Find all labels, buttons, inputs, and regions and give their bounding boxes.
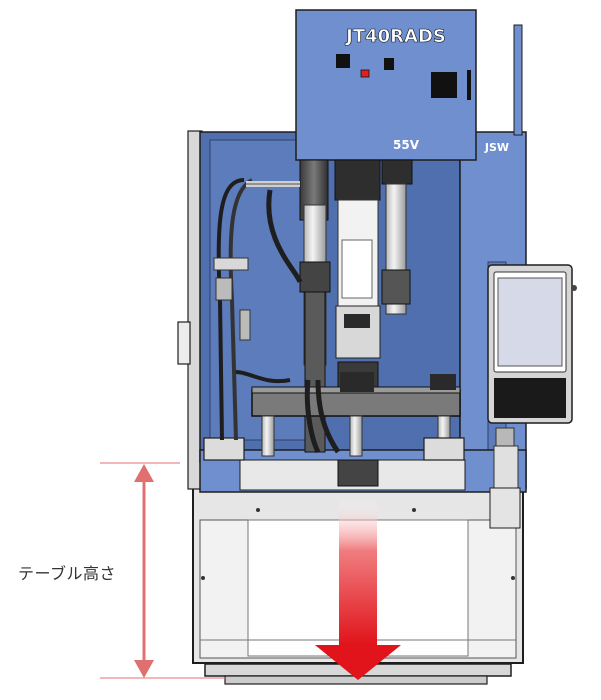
control-panel (487, 264, 577, 529)
height-arrow (315, 500, 401, 680)
model-badge-text: JT40RADS (344, 26, 446, 47)
side-badge-text: 55V (393, 138, 420, 152)
model-badge: JT40RADS (330, 22, 462, 48)
table-height-dimension (100, 462, 225, 679)
injection-unit (203, 159, 465, 487)
brand-logo-text: JSW (484, 141, 509, 154)
table-height-label: テーブル高さ (18, 564, 117, 583)
